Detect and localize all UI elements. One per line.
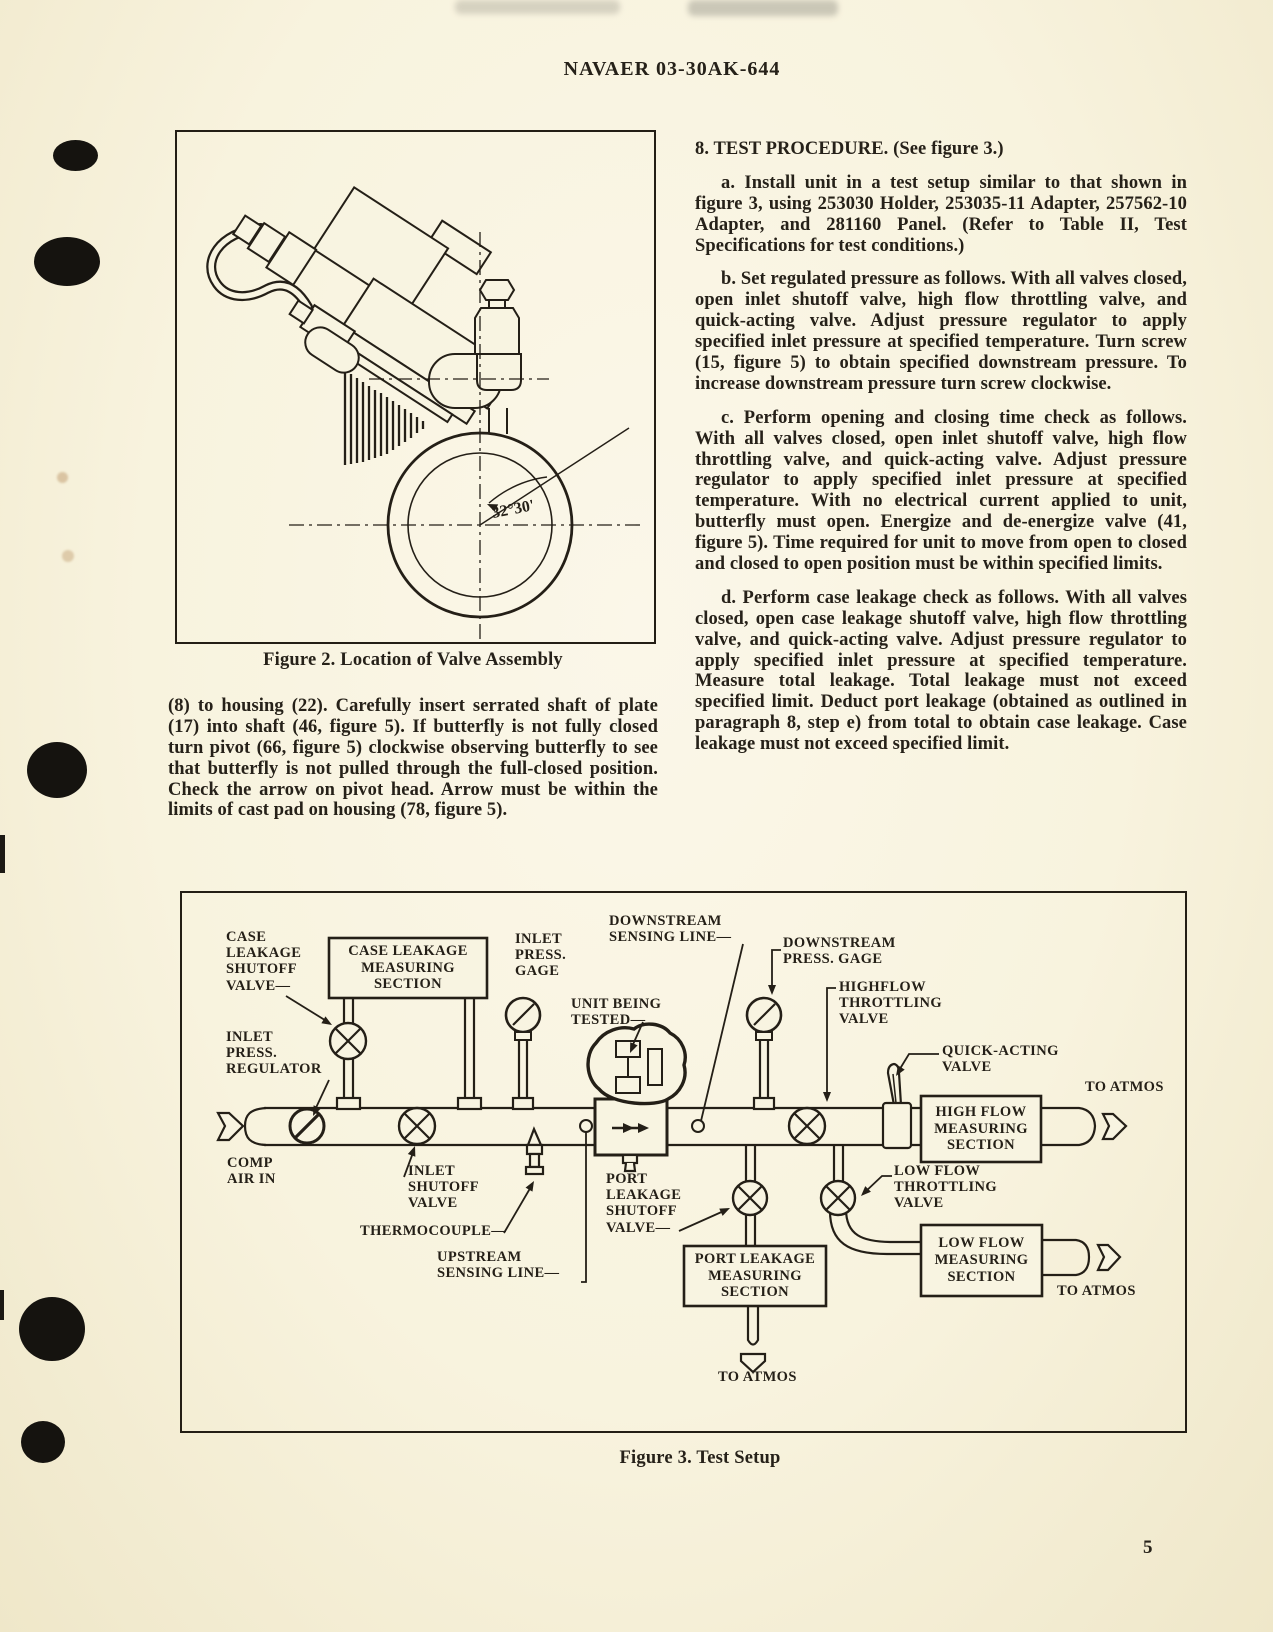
page-edge-mark — [0, 1290, 4, 1320]
punch-dot — [34, 237, 100, 286]
section-heading: 8. TEST PROCEDURE. (See figure 3.) — [695, 139, 1004, 159]
figure3-caption: Figure 3. Test Setup — [619, 1448, 781, 1468]
figure2-panel: 32°30' — [175, 130, 656, 644]
case-leakage-measuring-section-label: CASE LEAKAGE MEASURING SECTION — [348, 942, 468, 993]
case-leakage-shutoff-valve-symbol — [328, 1021, 368, 1061]
downstream-press-gage-label: DOWNSTREAM PRESS. GAGE — [783, 935, 896, 968]
low-flow-measuring-section-label: LOW FLOW MEASURING SECTION — [934, 1235, 1029, 1285]
port-leakage-box — [682, 1244, 828, 1308]
downstream-tap — [691, 1119, 705, 1133]
downstream-sensing-line-label: DOWNSTREAM SENSING LINE— — [609, 913, 732, 946]
paragraph-c: c. Perform opening and closing time chec… — [695, 407, 1187, 575]
downstream-gage-stem — [758, 1033, 770, 1108]
punch-dot — [19, 1297, 85, 1361]
port-leakage-measuring-section-label: PORT LEAKAGE MEASURING SECTION — [694, 1250, 816, 1301]
centerlines — [289, 232, 645, 640]
stamp-smudge — [688, 0, 838, 16]
page-number: 5 — [1143, 1537, 1153, 1558]
upstream-tap — [579, 1119, 593, 1133]
pointer-lines — [285, 949, 939, 1234]
high-flow-out-arrow — [1101, 1112, 1128, 1141]
inlet-press-gage-symbol — [504, 996, 542, 1041]
paragraph-a: a. Install unit in a test setup similar … — [695, 172, 1187, 256]
angle-label: 32°30' — [491, 497, 536, 522]
upstream-sensing-line-label: UPSTREAM SENSING LINE— — [437, 1249, 560, 1282]
punch-dot — [53, 140, 98, 171]
quick-acting-valve-body — [881, 1101, 913, 1150]
punch-dot — [27, 742, 87, 798]
low-flow-out-arrow — [1096, 1243, 1122, 1272]
high-flow-box — [919, 1094, 1043, 1164]
low-flow-branch — [832, 1145, 845, 1185]
inlet-flow-arrow — [216, 1111, 245, 1142]
page-edge-mark — [0, 835, 5, 873]
page-title: NAVAER 03-30AK-644 — [563, 58, 781, 80]
inlet-press-gage-label: INLET PRESS. GAGE — [515, 931, 567, 980]
to-atmos-right-label: TO ATMOS — [1057, 1283, 1136, 1299]
pipe-flanges — [335, 1096, 776, 1111]
comp-air-in-label: COMP AIR IN — [227, 1155, 276, 1188]
valve-body-assembly — [231, 185, 522, 426]
port-leakage-shutoff-valve-label: PORT LEAKAGE SHUTOFF VALVE— — [606, 1171, 682, 1236]
port-leakage-outlet — [746, 1306, 760, 1346]
downstream-sensing-line — [700, 943, 744, 1122]
thermocouple-symbol — [524, 1126, 545, 1176]
thermocouple-label: THERMOCOUPLE— — [360, 1223, 507, 1239]
low-flow-outlet — [1042, 1238, 1091, 1277]
figure3-test-setup-schematic — [216, 936, 1128, 1374]
unit-flow-arrow — [612, 1123, 649, 1133]
case-leakage-return — [463, 998, 476, 1108]
case-leakage-box — [327, 936, 489, 1000]
port-leakage-shutoff-valve-symbol — [731, 1179, 769, 1217]
low-flow-throttling-valve-symbol — [819, 1179, 857, 1217]
hose-tube — [206, 223, 313, 312]
paragraph-b: b. Set regulated pressure as follows. Wi… — [695, 269, 1187, 394]
solenoid — [474, 279, 522, 391]
highflow-throttling-valve-symbol — [787, 1106, 827, 1146]
paragraph-d: d. Perform case leakage check as follows… — [695, 587, 1187, 755]
unit-detail — [615, 1040, 663, 1094]
low-flow-box — [919, 1223, 1044, 1298]
port-down-arrow — [739, 1352, 767, 1374]
inlet-gage-stem — [517, 1033, 529, 1108]
inlet-press-regulator-label: INLET PRESS. REGULATOR — [226, 1029, 322, 1078]
figure3-panel: CASE LEAKAGE SHUTOFF VALVE— INLET PRESS.… — [180, 891, 1187, 1433]
unit-drain — [621, 1153, 639, 1165]
quick-acting-valve-label: QUICK-ACTING VALVE — [942, 1043, 1059, 1076]
case-leakage-shutoff-valve-label: CASE LEAKAGE SHUTOFF VALVE— — [226, 929, 302, 994]
downstream-press-gage-symbol — [745, 996, 783, 1041]
figure2-caption: Figure 2. Location of Valve Assembly — [263, 650, 563, 670]
stain — [57, 472, 68, 483]
inlet-press-regulator-symbol — [288, 1107, 326, 1145]
figure2-valve-assembly-drawing: 32°30' — [206, 185, 645, 640]
low-flow-throttling-valve-label: LOW FLOW THROTTLING VALVE — [894, 1163, 998, 1212]
right-column-text: 8. TEST PROCEDURE. (See figure 3.) a. In… — [695, 139, 1187, 755]
stain — [62, 550, 74, 562]
to-atmos-bottom-label: TO ATMOS — [718, 1369, 797, 1385]
shaft-lines — [488, 408, 508, 434]
left-column-text: (8) to housing (22). Carefully insert se… — [168, 696, 658, 821]
inlet-shutoff-valve-symbol — [397, 1106, 437, 1146]
high-flow-measuring-section-label: HIGH FLOW MEASURING SECTION — [934, 1103, 1028, 1154]
hatching — [343, 370, 425, 465]
stamp-smudge — [455, 0, 620, 14]
inlet-shutoff-valve-label: INLET SHUTOFF VALVE — [408, 1163, 480, 1212]
punch-dot — [21, 1421, 65, 1463]
unit-being-tested-label: UNIT BEING TESTED— — [571, 996, 662, 1029]
angle-dimension — [479, 427, 630, 526]
to-atmos-top-label: TO ATMOS — [1085, 1079, 1164, 1095]
highflow-throttling-valve-label: HIGHFLOW THROTTLING VALVE — [839, 979, 943, 1028]
upstream-sensing-line — [581, 1132, 587, 1283]
